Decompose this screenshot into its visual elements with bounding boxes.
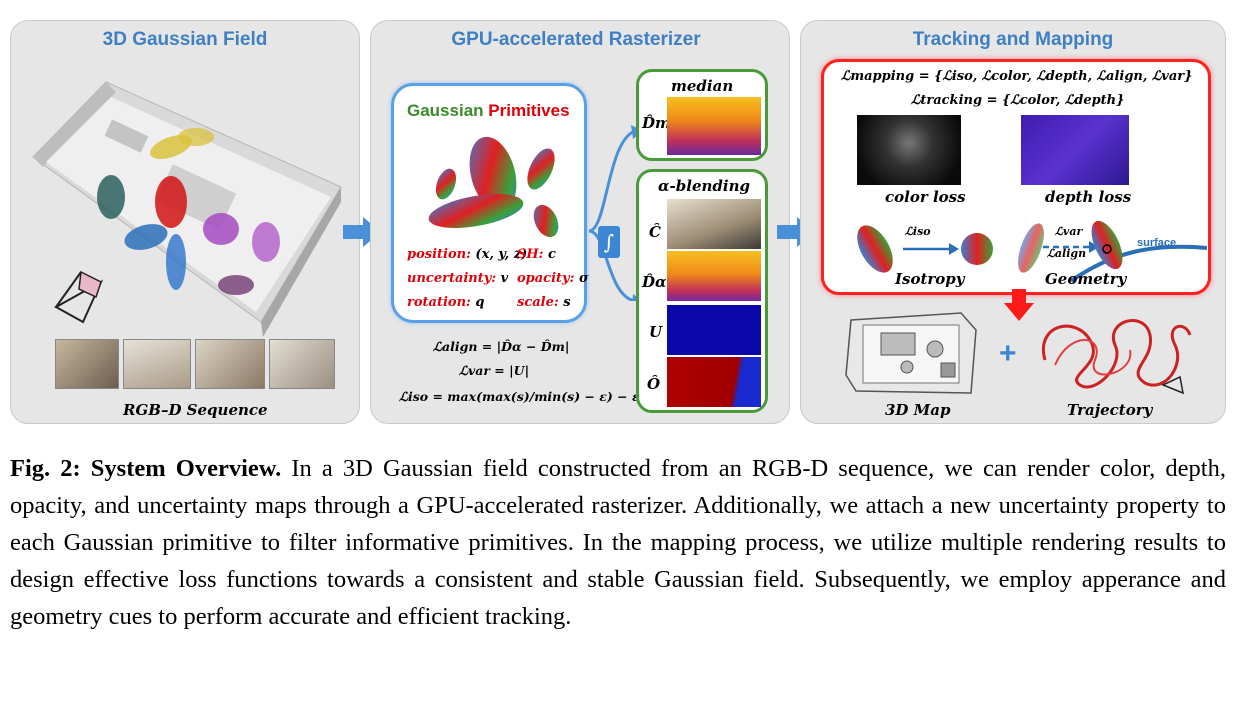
plus-sign: + — [999, 337, 1017, 370]
caption-body: In a 3D Gaussian field constructed from … — [10, 455, 1226, 630]
eq-align: ℒalign = |D̂α − D̂m| — [433, 339, 570, 354]
attr-sh: SH: c — [517, 247, 556, 262]
caption-lead: Fig. 2: System Overview. — [10, 455, 282, 482]
depth-loss-label: depth loss — [1045, 188, 1132, 206]
rendered-color-map — [667, 199, 761, 249]
eq-mapping: ℒmapping = {ℒiso, ℒcolor, ℒdepth, ℒalign… — [841, 69, 1193, 84]
figure-caption: Fig. 2: System Overview. In a 3D Gaussia… — [10, 450, 1226, 635]
eq-iso: ℒiso = max(max(s)/min(s) − ε) − ε — [399, 389, 640, 404]
depth-alpha-symbol: D̂α — [642, 273, 667, 291]
uncertainty-symbol: U — [649, 323, 663, 341]
attr-position: position: (x, y, z) — [407, 247, 528, 262]
gaussian-field-panel: 3D Gaussian Field RGB–D Sequence — [10, 20, 360, 424]
uncertainty-map — [667, 305, 761, 355]
tracking-mapping-panel: Tracking and Mapping ℒmapping = {ℒiso, ℒ… — [800, 20, 1226, 424]
rasterizer-title: GPU-accelerated Rasterizer — [451, 29, 701, 50]
l-var-label: ℒvar — [1055, 225, 1083, 238]
rgb-frame-2 — [123, 339, 191, 389]
trajectory-render — [1041, 319, 1192, 395]
integral-box: ∫ — [598, 226, 620, 258]
depth-loss-map — [1021, 115, 1129, 185]
median-depth-map — [667, 97, 761, 155]
rgb-frame-3 — [195, 339, 265, 389]
gaussian-ellipses — [428, 136, 559, 238]
alpha-blending-label: α-blending — [658, 177, 750, 195]
median-label: median — [671, 77, 734, 95]
down-arrow — [1004, 289, 1034, 321]
attr-rotation: rotation: q — [407, 295, 485, 310]
sequence-label: RGB–D Sequence — [123, 401, 268, 419]
tracking-mapping-title: Tracking and Mapping — [912, 29, 1114, 50]
eq-var: ℒvar = |U| — [459, 363, 530, 378]
opacity-symbol: Ô — [647, 375, 661, 393]
l-iso-label: ℒiso — [905, 225, 931, 238]
gaussian-primitives-title: Gaussian Primitives — [407, 101, 570, 120]
color-symbol: Ĉ — [649, 223, 661, 241]
rgb-frame-4 — [269, 339, 335, 389]
l-align-label: ℒalign — [1047, 247, 1087, 260]
attr-scale: scale: s — [517, 295, 571, 310]
gaussian-field-scene — [32, 81, 342, 337]
attr-opacity: opacity: σ — [517, 271, 589, 286]
median-symbol: D̂m — [642, 114, 671, 132]
trajectory-label: Trajectory — [1067, 401, 1153, 419]
geometry-diagram — [1018, 220, 1208, 283]
surface-label: surface — [1137, 237, 1177, 249]
rgb-frame-1 — [55, 339, 119, 389]
isotropy-label: Isotropy — [895, 270, 965, 288]
opacity-map — [667, 357, 761, 407]
geometry-label: Geometry — [1045, 270, 1127, 288]
rendered-depth-map — [667, 251, 761, 301]
3d-map-render — [845, 312, 977, 394]
color-loss-map — [857, 115, 961, 185]
gaussian-field-title: 3D Gaussian Field — [102, 29, 268, 50]
rasterizer-panel: GPU-accelerated Rasterizer Gaussian Prim… — [370, 20, 790, 424]
attr-uncertainty: uncertainty: v — [407, 271, 509, 286]
eq-tracking: ℒtracking = {ℒcolor, ℒdepth} — [911, 93, 1125, 108]
isotropy-diagram — [857, 225, 993, 273]
3d-map-label: 3D Map — [885, 401, 951, 419]
color-loss-label: color loss — [885, 188, 966, 206]
